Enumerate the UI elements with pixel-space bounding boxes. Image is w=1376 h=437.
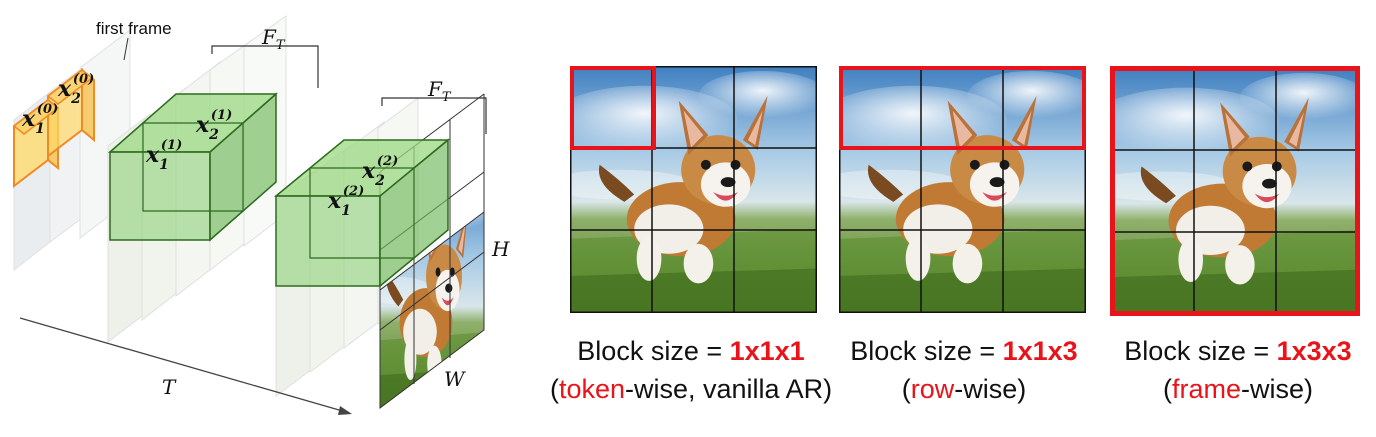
token-label-x1-1: x1(1) <box>145 138 182 173</box>
block-type-keyword: row <box>910 374 955 404</box>
caption-line-2: (token-wise, vanilla AR) <box>549 374 833 404</box>
caption-line-1: Block size = 1x1x3 <box>850 336 1078 366</box>
ft-bracket-2 <box>381 97 487 134</box>
caption-frame-wise: Block size = 1x3x3 (frame-wise) <box>1100 332 1376 408</box>
token-label-x2-0: x2(0) <box>57 72 94 107</box>
ft-label-1: FT <box>261 25 286 53</box>
token-label-x1-2: x1(2) <box>327 184 364 219</box>
ft-bracket-1 <box>211 45 319 88</box>
block-size-value: 1x1x3 <box>1002 336 1078 366</box>
caption-row-wise: Block size = 1x1x3 (row-wise) <box>826 332 1102 408</box>
token-label-x1-0: x1(0) <box>21 102 58 137</box>
panel-token-wise-image <box>570 66 817 313</box>
block-type-keyword: frame <box>1171 374 1242 404</box>
axis-t-label: T <box>162 375 177 399</box>
block-size-value: 1x3x3 <box>1276 336 1352 366</box>
block-type-keyword: token <box>558 374 625 404</box>
caption-line-1: Block size = 1x3x3 <box>1124 336 1352 366</box>
t-axis-arrow <box>19 317 352 415</box>
block-highlight <box>1110 66 1360 316</box>
caption-token-wise: Block size = 1x1x1 (token-wise, vanilla … <box>526 332 856 408</box>
panel-row-wise-image <box>839 66 1086 313</box>
first-frame-pointer <box>123 37 129 61</box>
caption-line-2: (row-wise) <box>901 374 1027 404</box>
caption-line-1: Block size = 1x1x1 <box>577 336 805 366</box>
block-2 <box>273 138 451 288</box>
block-size-value: 1x1x1 <box>729 336 805 366</box>
block-highlight <box>570 66 656 150</box>
token-label-x2-2: x2(2) <box>361 154 398 189</box>
first-frame-tokens <box>12 67 95 189</box>
caption-line-2: (frame-wise) <box>1162 374 1314 404</box>
token-label-x2-1: x2(1) <box>195 108 232 143</box>
block-highlight <box>839 66 1086 150</box>
first-frame-label: first frame <box>96 19 172 38</box>
axis-w-label: W <box>444 367 466 391</box>
ft-label-2: FT <box>427 77 452 105</box>
block-1 <box>108 92 278 242</box>
panel-frame-wise-image <box>1110 66 1360 316</box>
axis-h-label: H <box>491 237 510 261</box>
